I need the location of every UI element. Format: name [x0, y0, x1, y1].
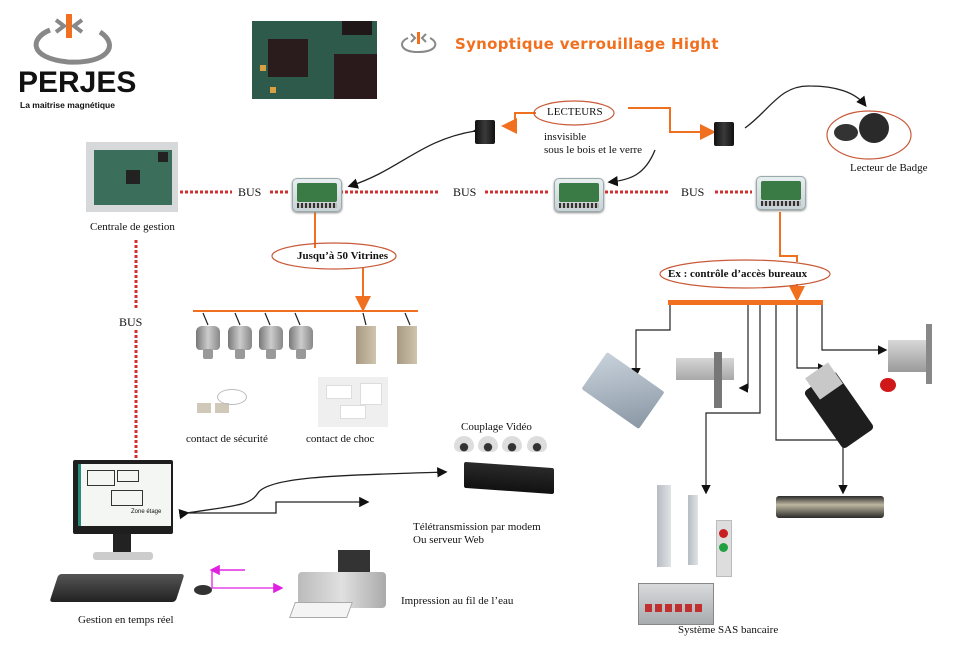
magnet-power-logo-icon	[33, 14, 112, 65]
security-contact-label: contact de sécurité	[186, 433, 268, 445]
strike-plates	[657, 485, 671, 567]
video-label: Couplage Vidéo	[461, 421, 532, 433]
badge-fob-icon	[834, 124, 858, 141]
line-module3-to-office	[779, 212, 798, 262]
telecom-label-2: Ou serveur Web	[413, 534, 485, 546]
screen-zone-label: Zone étage	[131, 509, 162, 515]
line-lecteurs-right	[628, 107, 716, 140]
workstation-label: Gestion en temps réel	[78, 614, 174, 626]
shock-sensor-2	[397, 326, 417, 364]
vitrine-lock-3	[259, 326, 283, 359]
office-callout-ellipse	[659, 259, 831, 289]
vitrine-lock-1	[196, 326, 220, 359]
reader-1	[475, 120, 495, 144]
printer-icon	[289, 550, 388, 620]
shock-contact-icon	[318, 377, 388, 427]
office-callout: Ex : contrôle d’accès bureaux	[668, 268, 808, 280]
badge-reader-label: Lecteur de Badge	[850, 162, 928, 174]
line-workstation-printer	[211, 569, 284, 594]
bus-module-2	[554, 178, 604, 212]
lecteurs-callout-ellipse	[533, 100, 615, 126]
bus-label-1: BUS	[238, 185, 262, 199]
monitor-icon: Zone étage	[73, 460, 173, 534]
badge-callout-ellipse	[826, 110, 912, 160]
bus-lines	[134, 190, 752, 460]
reader-2	[714, 122, 734, 146]
camera-3	[502, 436, 522, 452]
control-board-icon	[86, 142, 178, 212]
mouse-icon	[194, 585, 212, 595]
bus-module-3	[756, 176, 806, 210]
line-workstation-telecom	[187, 496, 370, 514]
security-contact-icon	[195, 385, 250, 415]
vitrines-callout: Jusqu’à 50 Vitrines	[297, 250, 389, 262]
brand-name: PERJES	[18, 66, 137, 99]
bolt-lock-2	[676, 358, 734, 380]
page-title: Synoptique verrouillage Hight	[455, 35, 719, 53]
title-logo-icon	[401, 32, 437, 54]
bus-label-3: BUS	[681, 185, 705, 199]
camera-4	[527, 436, 547, 452]
brand-logo	[20, 10, 130, 110]
bus-label-4: BUS	[119, 315, 143, 329]
panic-lock-4	[888, 340, 926, 372]
keyboard-icon	[49, 574, 185, 602]
curve-module2-reader2	[607, 149, 656, 187]
camera-2	[478, 436, 498, 452]
shock-sensor-1	[356, 326, 376, 364]
line-lecteurs-left	[501, 112, 536, 134]
circuit-board-photo	[252, 21, 377, 99]
sas-control-panel	[638, 583, 714, 625]
central-label: Centrale de gestion	[90, 221, 175, 233]
printer-label: Impression au fil de l’eau	[401, 595, 514, 607]
curve-reader2-badge	[744, 85, 867, 129]
vitrine-lock-2	[228, 326, 252, 359]
vitrines-callout-ellipse	[271, 242, 397, 270]
vitrine-lock-4	[289, 326, 313, 359]
telecom-label-1: Télétransmission par modem	[413, 521, 541, 533]
readers-note-2: sous le bois et le verre	[544, 144, 643, 156]
curve-module1-reader1	[347, 124, 484, 189]
bus-label-2: BUS	[453, 185, 477, 199]
readers-note-1: insvisible	[544, 131, 587, 143]
camera-1	[454, 436, 474, 452]
lecteurs-callout: LECTEURS	[547, 106, 603, 118]
bus-module-1	[292, 178, 342, 212]
button-panel	[716, 520, 732, 577]
curve-workstation-video	[178, 467, 448, 520]
sas-label: Système SAS bancaire	[678, 624, 779, 636]
brand-tagline: La maitrise magnétique	[20, 100, 115, 110]
office-bus-bar	[668, 300, 823, 305]
magnetic-bar-lock	[776, 496, 884, 518]
shock-contact-label: contact de choc	[306, 433, 375, 445]
